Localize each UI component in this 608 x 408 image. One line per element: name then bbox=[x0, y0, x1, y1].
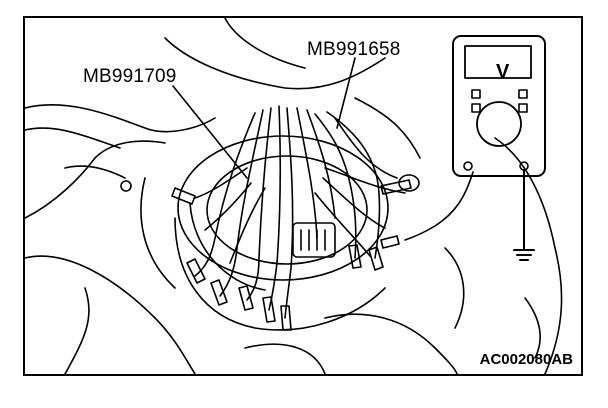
harness-illustration bbox=[25, 18, 563, 374]
harness-connector bbox=[292, 222, 336, 258]
meter-probe-lead bbox=[380, 171, 474, 249]
diagram-frame: MB991709 MB991658 V AC002080AB bbox=[23, 16, 583, 376]
label-leaders bbox=[172, 57, 356, 179]
label-tool-mb991709: MB991709 bbox=[83, 66, 177, 87]
test-harness-wires bbox=[194, 105, 406, 319]
label-tool-mb991658: MB991658 bbox=[307, 39, 401, 60]
figure-id: AC002080AB bbox=[479, 351, 573, 368]
alligator-clips bbox=[171, 174, 420, 331]
voltmeter bbox=[452, 35, 546, 261]
fuel-sender-unit bbox=[177, 135, 389, 291]
voltmeter-v-symbol: V bbox=[496, 61, 510, 83]
body-panel-outline bbox=[25, 18, 563, 374]
